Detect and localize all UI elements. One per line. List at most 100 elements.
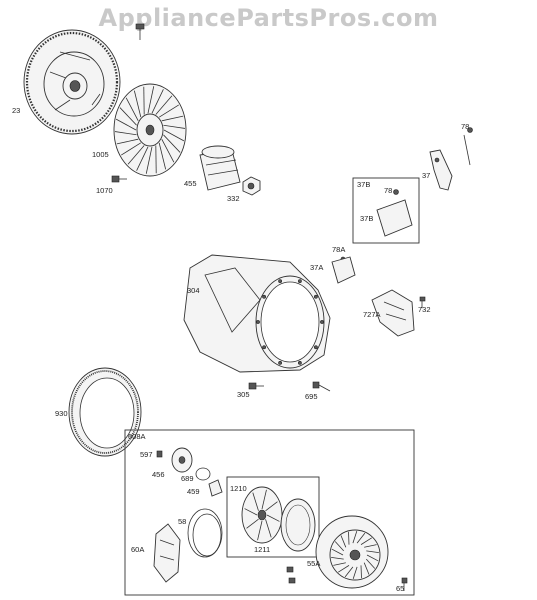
housing-slot [340,535,347,548]
housing-slot [331,548,344,556]
housing-slot [360,537,372,545]
label-37B: 37B [360,214,373,223]
mounting-hole [256,320,260,324]
housing-slot [333,562,346,566]
fan-blade [136,146,149,171]
label-1210: 1210 [230,484,247,493]
label-37A: 37A [310,263,323,272]
mounting-hole [320,320,324,324]
housing-slot [366,554,379,562]
fan-blade [161,115,184,122]
label-732: 732 [418,305,431,314]
housing-slot [352,566,358,580]
label-78-box: 78 [384,186,392,195]
housing-slot [331,556,344,560]
pulley-spoke [244,508,258,516]
handle-60A[interactable] [153,523,181,583]
fan-blade [147,86,155,114]
pulley-spoke [257,520,263,541]
housing-slot [338,565,350,573]
pulley-spoke [246,518,259,529]
label-78A: 78A [332,245,345,254]
mounting-hole [278,279,283,284]
mounting-hole [262,345,267,350]
label-456: 456 [152,470,165,479]
pulley-spoke [266,514,280,522]
housing-slot [356,532,366,544]
kit-box-608A[interactable] [124,429,415,596]
label-597: 597 [140,450,153,459]
spring-689[interactable] [195,467,211,481]
housing-slot [344,566,354,578]
rope-58[interactable] [187,508,223,558]
label-695: 695 [305,392,318,401]
blower-housing-304[interactable] [183,254,331,373]
housing-slot [366,550,379,554]
label-37B-box: 37B [357,180,370,189]
label-55A: 55A [307,559,320,568]
fan-blade [158,142,167,170]
label-60A: 60A [131,545,144,554]
fan-blade [119,107,137,126]
screw-flywheel[interactable] [135,23,145,40]
dog-456[interactable] [171,447,193,473]
label-930: 930 [55,409,68,418]
housing-slot [364,544,377,548]
fan-blade [133,90,142,118]
mounting-hole [297,279,302,284]
label-1005: 1005 [92,150,109,159]
bracket-37[interactable] [429,149,453,191]
bolt-695[interactable] [312,381,331,392]
screw-78[interactable] [463,127,473,166]
kit-box-1210[interactable] [226,476,320,558]
screw-732[interactable] [419,296,426,308]
fan-blade [114,131,137,136]
label-23: 23 [12,106,20,115]
housing-slot [363,562,370,575]
fan-blade [163,134,181,153]
label-1211: 1211 [254,545,270,554]
bracket-37A[interactable] [331,256,356,284]
screw-597[interactable] [156,450,163,458]
bolt-305[interactable] [248,382,264,390]
bolt-1070[interactable] [111,175,127,183]
pulley-spoke [265,501,278,512]
label-1070: 1070 [96,186,113,195]
nut-332[interactable] [242,176,261,196]
label-305: 305 [237,390,250,399]
fan-blade [163,124,186,129]
guard-727A[interactable] [371,289,415,337]
mounting-hole [262,294,267,299]
fan-blade [127,145,145,165]
spring-1211[interactable] [280,498,316,552]
pulley-spoke [265,519,272,538]
screw-65[interactable] [401,577,408,591]
label-332: 332 [227,194,240,203]
label-608A: 608A [128,432,146,441]
starter-housing-55A[interactable] [315,515,389,589]
fan-blade [125,97,139,121]
label-459: 459 [187,487,200,496]
flywheel-23[interactable] [23,29,121,135]
starter-cup-455[interactable] [199,145,241,191]
fan-blade [161,139,175,163]
housing-slot [352,530,358,544]
label-58: 58 [178,517,186,526]
fan-blade [116,138,139,145]
screw-55A[interactable] [286,566,296,584]
label-689: 689 [181,474,194,483]
watermark: AppliancePartsPros.com [98,4,439,32]
fan-1005[interactable] [113,83,187,177]
label-78: 78 [461,122,469,131]
fan-blade [145,146,153,174]
fan-blade [151,89,164,114]
kit-box-37B[interactable] [352,177,420,244]
mounting-hole [278,360,283,365]
label-37: 37 [422,171,430,180]
fan-blade [115,118,137,131]
housing-slot [334,541,345,552]
screen-930[interactable] [68,367,142,457]
label-65: 65 [396,584,404,593]
clip-459[interactable] [208,479,223,497]
fan-blade [155,95,173,115]
